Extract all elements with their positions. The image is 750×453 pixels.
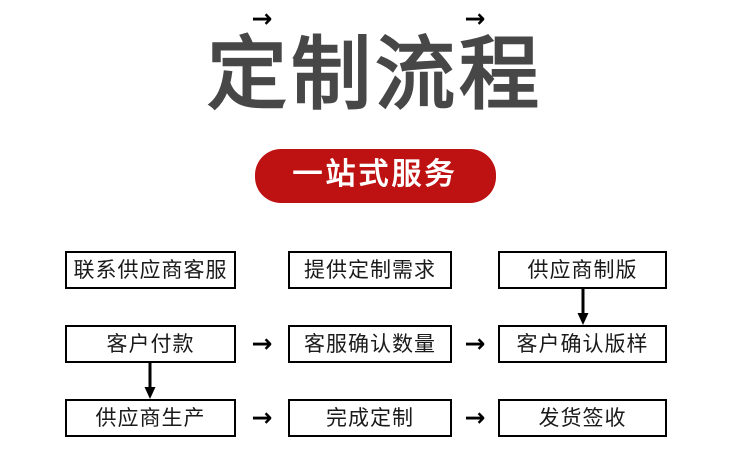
arrow-down-icon-col3 — [573, 289, 593, 325]
page-title: 定制流程 — [207, 32, 543, 120]
arrow-right-icon-row1-2: → — [464, 4, 486, 33]
arrow-right-icon-row3-1: → — [251, 403, 273, 432]
flow-node-service-confirm-quantity[interactable]: 客服确认数量 — [288, 325, 452, 363]
flow-node-customer-confirm-sample[interactable]: 客户确认版样 — [498, 325, 667, 363]
flow-node-provide-custom-requirement[interactable]: 提供定制需求 — [288, 251, 452, 289]
one-stop-service-badge: 一站式服务 — [254, 149, 496, 203]
arrow-right-icon-row3-2: → — [464, 403, 486, 432]
flow-node-supplier-production[interactable]: 供应商生产 — [65, 399, 236, 437]
flow-node-complete-customization[interactable]: 完成定制 — [288, 399, 452, 437]
arrow-right-icon-row2-2: → — [464, 329, 486, 358]
flow-node-customer-payment[interactable]: 客户付款 — [65, 325, 236, 363]
arrow-right-icon-row1-1: → — [251, 4, 273, 33]
flow-node-ship-and-receive[interactable]: 发货签收 — [498, 399, 667, 437]
arrow-right-icon-row2-1: → — [251, 329, 273, 358]
flow-node-supplier-plate-making[interactable]: 供应商制版 — [498, 251, 667, 289]
subtitle-badge-container: 一站式服务 — [0, 149, 750, 203]
arrow-down-icon-col1 — [140, 363, 160, 399]
flow-node-contact-supplier-service[interactable]: 联系供应商客服 — [65, 251, 236, 289]
